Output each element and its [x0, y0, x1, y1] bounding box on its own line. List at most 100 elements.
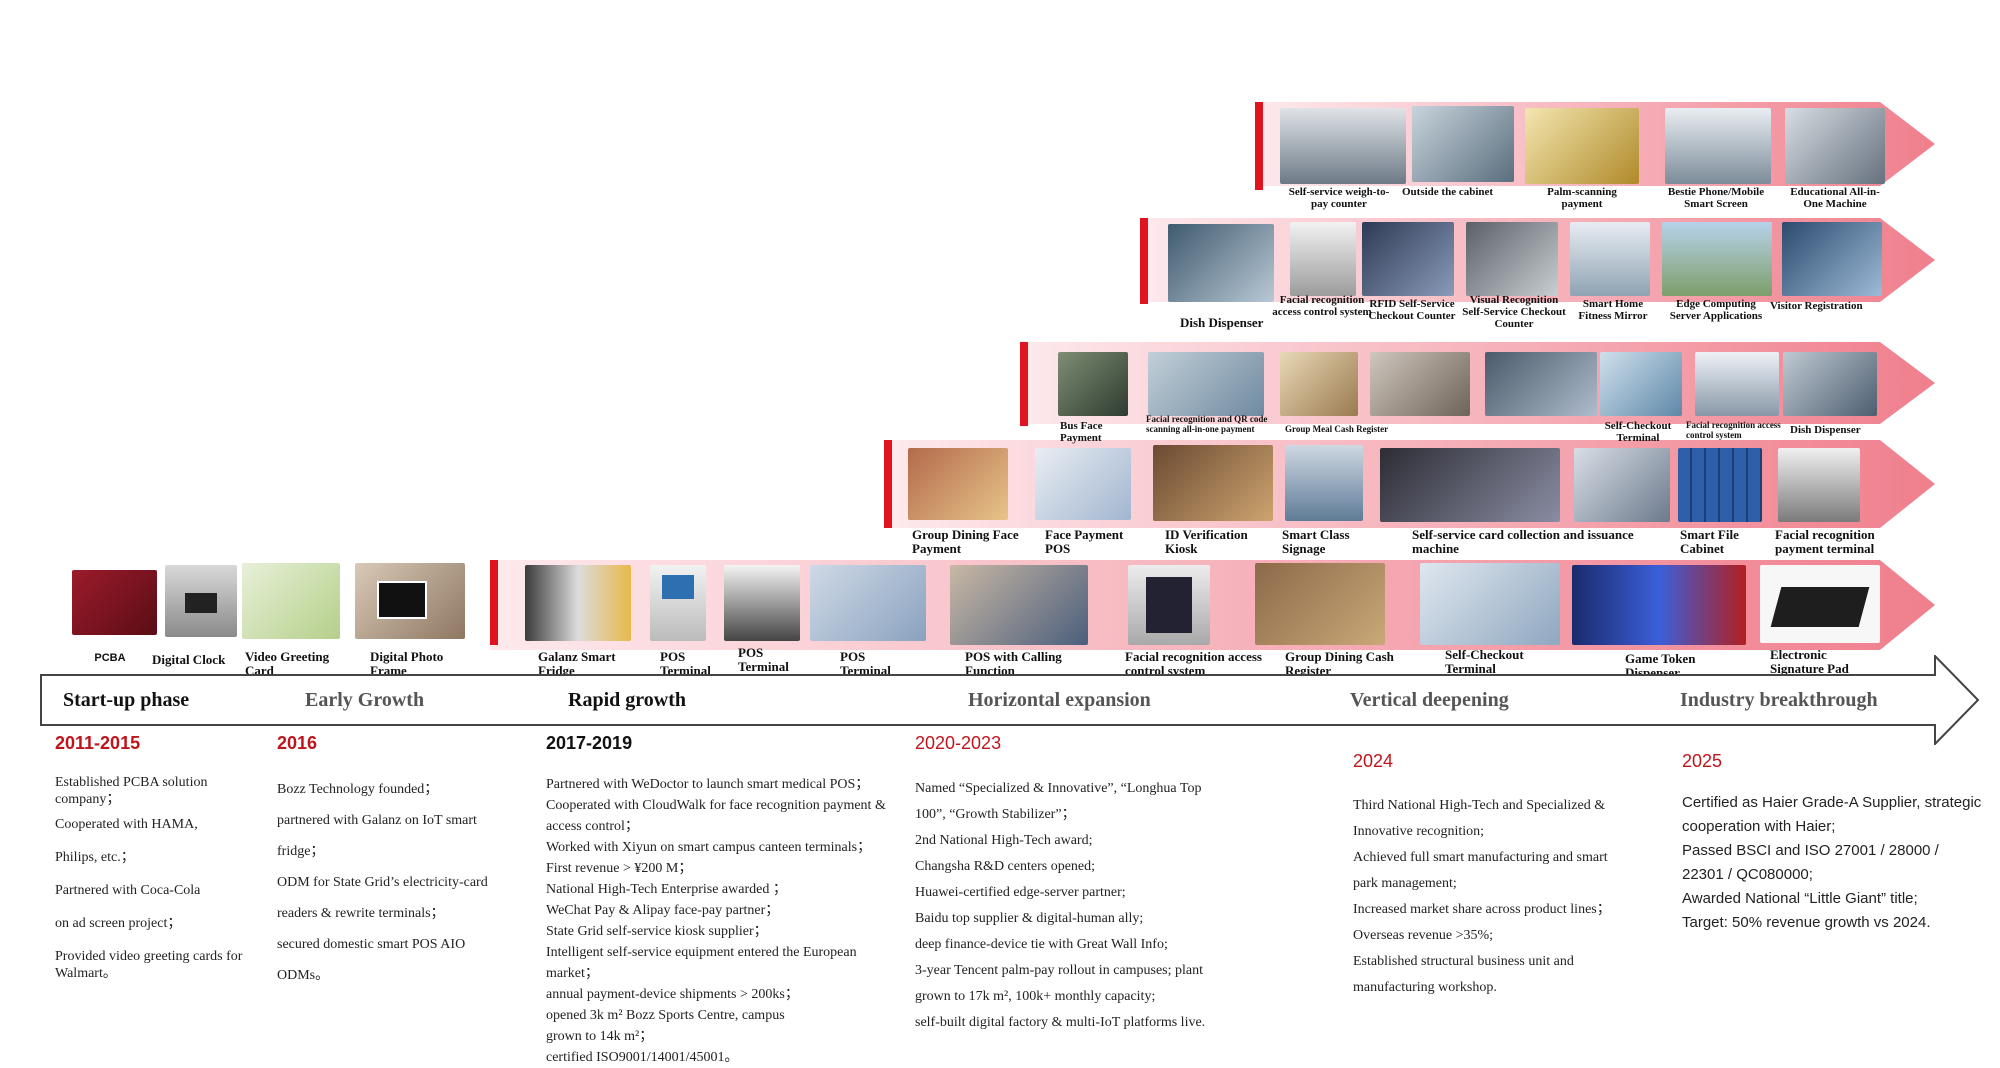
product-photo-group-meal-2	[1370, 352, 1470, 416]
milestone-item: WeChat Pay & Alipay face-pay partner；	[546, 903, 780, 918]
milestone-item: Provided video greeting cards for Walmar…	[55, 949, 243, 981]
milestone-item: Baidu top supplier & digital-human ally;	[915, 911, 1144, 926]
product-caption: Dish Dispenser	[1180, 315, 1264, 330]
milestone-item: annual payment-device shipments > 200ks；	[546, 987, 799, 1002]
phase-marker-breakthrough	[1255, 102, 1263, 190]
product-photo-file-cabinet-2	[1678, 448, 1762, 522]
product-photo-id-kiosk	[1153, 445, 1273, 521]
milestones-horizontal: Named “Specialized & Innovative”, “Longh…	[915, 776, 1235, 1036]
timeline-arrow	[40, 655, 1980, 745]
product-photo-visual-checkout	[1466, 222, 1558, 296]
year-vertical: 2024	[1353, 751, 1394, 771]
product-photo-edge-computing	[1662, 222, 1772, 296]
product-caption: Bestie Phone/Mobile Smart Screen	[1667, 186, 1765, 210]
phase-label-early: Early Growth	[305, 689, 425, 711]
product-caption: Educational All-in-One Machine	[1790, 186, 1880, 210]
product-photo-checkout-3b	[1600, 352, 1682, 416]
milestone-item: Passed BSCI and ISO 27001 / 28000 / 2230…	[1682, 842, 1939, 883]
milestone-item: Certified as Haier Grade-A Supplier, str…	[1682, 794, 1982, 835]
product-photo-face-pos	[1035, 448, 1131, 520]
product-photo-group-dining	[1255, 563, 1385, 645]
product-photo-qr-face-pay	[1148, 352, 1264, 416]
milestone-item: Third National High-Tech and Specialized…	[1353, 798, 1606, 839]
year-early: 2016	[277, 733, 318, 753]
product-caption: Visual Recognition Self-Service Checkout…	[1462, 294, 1566, 330]
phase-marker-horizontal	[884, 440, 892, 528]
product-caption: Bus Face Payment	[1060, 420, 1103, 444]
milestone-item: Intelligent self-service equipment enter…	[546, 945, 857, 981]
product-caption: Group Meal Cash Register	[1285, 424, 1389, 434]
milestone-item: on ad screen project；	[55, 916, 182, 931]
milestone-item: opened 3k m² Bozz Sports Centre, campus	[546, 1008, 785, 1023]
product-caption: RFID Self-Service Checkout Counter	[1368, 298, 1456, 322]
phase-label-horizontal: Horizontal expansion	[968, 689, 1151, 711]
product-photo-photo-frame	[355, 563, 465, 639]
product-caption: Self-service card collection and issuanc…	[1412, 527, 1634, 556]
phase-label-vertical: Vertical deepening	[1350, 689, 1509, 711]
year-breakthrough: 2025	[1682, 751, 1723, 771]
product-caption: Facial recognition access control system	[1686, 420, 1781, 440]
milestone-item: Established PCBA solution company；	[55, 775, 208, 807]
milestone-item: certified ISO9001/14001/45001。	[546, 1050, 739, 1065]
product-caption: Outside the cabinet	[1402, 186, 1494, 198]
milestone-item: ODM for State Grid’s electricity-card re…	[277, 875, 488, 921]
product-photo-self-checkout	[1420, 563, 1560, 645]
product-caption: Electronic Signature Pad	[1770, 647, 1849, 676]
product-photo-pcba	[72, 570, 157, 635]
milestone-item: Overseas revenue >35%;	[1353, 928, 1494, 943]
product-photo-dish-3	[1783, 352, 1877, 416]
milestone-item: Huawei-certified edge-server partner;	[915, 885, 1126, 900]
milestone-item: partnered with Galanz on IoT smart fridg…	[277, 813, 477, 859]
product-caption: Edge Computing Server Applications	[1669, 298, 1763, 322]
product-caption: Smart Home Fitness Mirror	[1578, 298, 1648, 322]
milestone-item: Partnered with Coca-Cola	[55, 883, 201, 898]
product-photo-video-card	[242, 563, 340, 639]
product-photo-smart-screen	[1665, 108, 1771, 184]
milestone-item: self-built digital factory & multi-IoT p…	[915, 1015, 1206, 1030]
product-photo-group-meal	[1280, 352, 1358, 416]
product-photo-bus-face	[1058, 352, 1128, 416]
product-photo-checkout-3	[1485, 352, 1597, 416]
milestone-item: State Grid self-service kiosk supplier；	[546, 924, 768, 939]
milestone-item: Changsha R&D centers opened;	[915, 859, 1096, 874]
year-startup: 2011-2015	[55, 733, 141, 753]
product-photo-weigh-pay	[1280, 108, 1406, 184]
product-photo-face-pay-terminal	[1778, 448, 1860, 522]
product-caption: Self-Checkout Terminal	[1604, 420, 1672, 444]
product-caption: Palm-scanning payment	[1547, 186, 1617, 210]
milestone-item: First revenue > ¥200 M；	[546, 861, 693, 876]
milestone-item: 3-year Tencent palm-pay rollout in campu…	[915, 963, 1204, 1004]
product-caption: Self-service weigh-to-pay counter	[1288, 186, 1390, 210]
product-photo-visitor	[1782, 222, 1882, 296]
milestones-rapid: Partnered with WeDoctor to launch smart …	[546, 774, 886, 1068]
product-caption: Self-Checkout Terminal	[1445, 647, 1524, 676]
product-caption: Smart Class Signage	[1282, 527, 1350, 556]
product-photo-dish-4	[1168, 224, 1274, 302]
product-photo-cabinet-outside	[1412, 106, 1514, 182]
product-caption: Face Payment POS	[1045, 527, 1124, 556]
phase-marker-vertical	[1140, 218, 1148, 304]
product-photo-galanz-fridge	[525, 565, 631, 641]
phase-label-startup: Start-up phase	[63, 689, 190, 711]
product-caption: Smart File Cabinet	[1680, 527, 1739, 556]
milestone-item: Increased market share across product li…	[1353, 902, 1611, 917]
product-photo-access-3	[1695, 352, 1779, 416]
product-photo-group-dining-face	[908, 448, 1008, 520]
year-horizontal: 2020-2023	[915, 733, 1002, 753]
milestone-item: Established structural business unit and…	[1353, 954, 1574, 995]
product-caption: POS Terminal	[738, 645, 789, 674]
milestone-item: Philips, etc.；	[55, 850, 135, 865]
product-photo-access-4	[1290, 222, 1356, 296]
milestone-item: Cooperated with HAMA,	[55, 817, 198, 832]
product-caption: Group Dining Face Payment	[912, 527, 1019, 556]
product-photo-face-access	[1128, 565, 1210, 645]
product-caption: PCBA	[94, 652, 126, 664]
product-caption: Visitor Registration	[1770, 300, 1863, 312]
product-photo-pos-1	[650, 565, 706, 641]
product-caption: Facial recognition access control system	[1272, 294, 1372, 318]
phase-label-rapid: Rapid growth	[568, 689, 686, 711]
milestones-early: Bozz Technology founded； partnered with …	[277, 774, 502, 991]
milestone-item: Worked with Xiyun on smart campus cantee…	[546, 840, 872, 855]
product-photo-pos-3	[810, 565, 926, 641]
milestone-item: Cooperated with CloudWalk for face recog…	[546, 798, 886, 834]
